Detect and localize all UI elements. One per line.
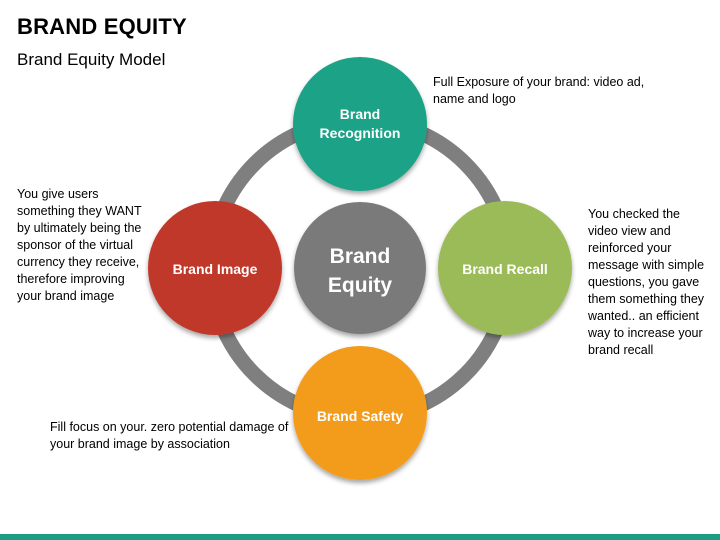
annotation-brand-recall: You checked the video view and reinforce… [588,207,705,357]
node-brand-recall: Brand Recall [438,201,572,335]
recall-circle [438,201,572,335]
footer-accent-bar [0,534,720,540]
center-label-line2: Equity [328,274,392,297]
page-subtitle: Brand Equity Model [17,50,166,69]
center-circle [294,202,426,334]
page-title: BRAND EQUITY [17,14,187,39]
recognition-circle [293,57,427,191]
image-circle [148,201,282,335]
node-brand-image: Brand Image [148,201,282,335]
recall-label: Brand Recall [462,261,548,277]
node-brand-safety: Brand Safety [293,346,427,480]
center-node-brand-equity: Brand Equity [294,202,426,334]
annotation-brand-recognition: Full Exposure of your brand: video ad, n… [433,75,645,106]
image-label: Brand Image [173,261,258,277]
annotation-brand-safety: Fill focus on your. zero potential damag… [50,420,289,451]
node-brand-recognition: Brand Recognition [293,57,427,191]
recognition-label-line2: Recognition [320,125,401,141]
annotation-brand-image: You give users something they WANT by ul… [17,187,142,303]
center-label-line1: Brand [330,245,391,268]
recognition-label-line1: Brand [340,106,380,122]
safety-label: Brand Safety [317,408,404,424]
safety-circle [293,346,427,480]
